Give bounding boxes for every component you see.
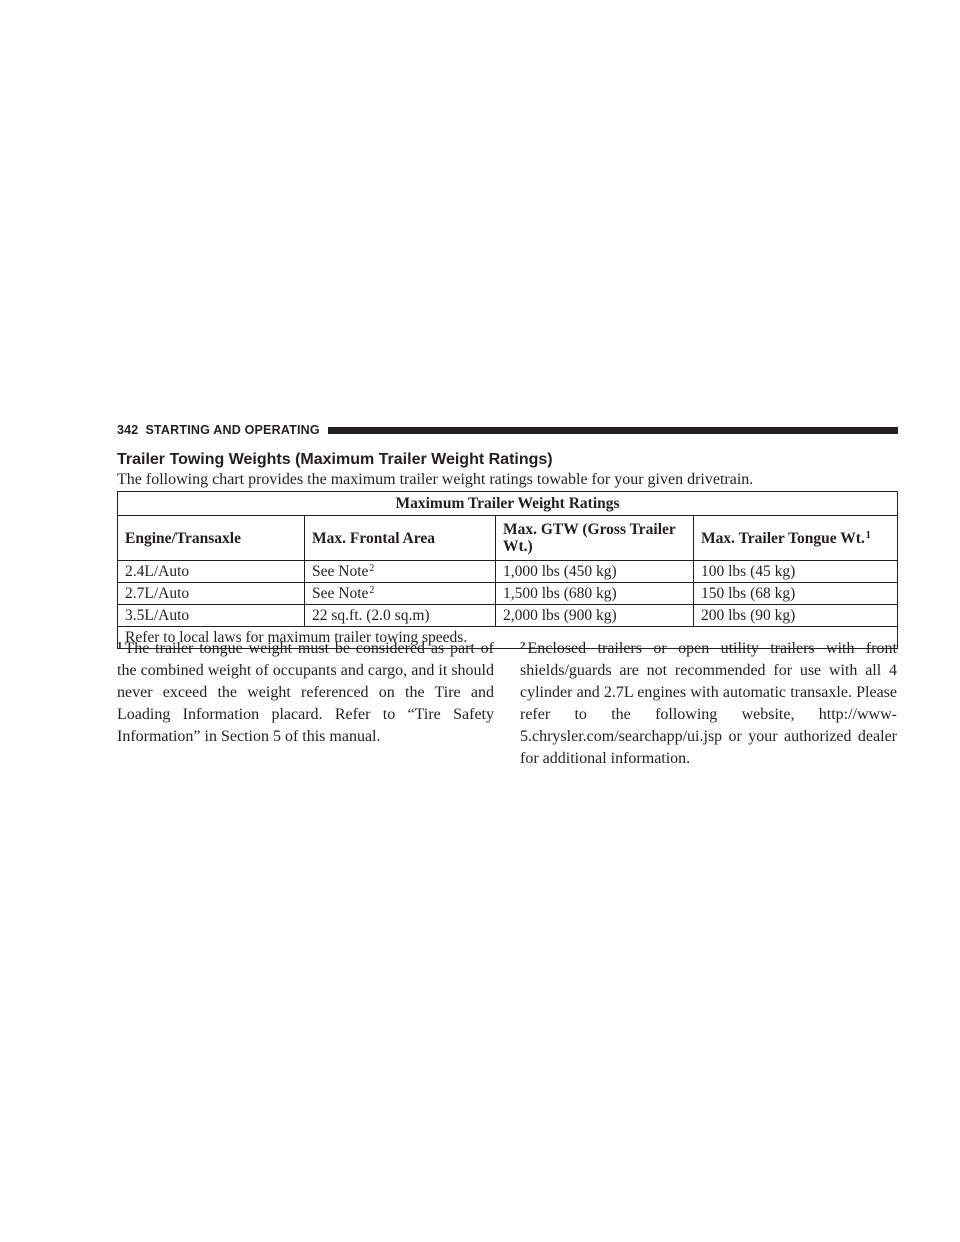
column-header: Max. GTW (Gross Trailer Wt.) (495, 515, 694, 561)
footnote-ref: 1 (865, 529, 871, 541)
footnote-ref: 2 (369, 585, 375, 596)
table-cell: 1,000 lbs (450 kg) (495, 560, 694, 583)
table-cell: 100 lbs (45 kg) (692, 560, 899, 583)
table-footer-row: Refer to local laws for maximum trailer … (116, 626, 899, 649)
column-header: Max. Trailer Tongue Wt.1 (692, 515, 899, 561)
table-row: 3.5L/Auto 22 sq.ft. (2.0 sq.m) 2,000 lbs… (117, 604, 899, 627)
footnote-mark: 2 (520, 640, 526, 652)
intro-paragraph: The following chart provides the maximum… (117, 471, 754, 488)
table-cell: 2.7L/Auto (117, 582, 305, 605)
column-header: Engine/Transaxle (117, 515, 305, 561)
trailer-weight-table: Maximum Trailer Weight Ratings Engine/Tr… (116, 491, 899, 649)
section-title: STARTING AND OPERATING (145, 423, 320, 437)
table-caption: Maximum Trailer Weight Ratings (116, 491, 899, 516)
table-footer: Refer to local laws for maximum trailer … (116, 626, 899, 649)
table-cell: 150 lbs (68 kg) (692, 582, 899, 605)
table-row: 2.7L/Auto See Note2 1,500 lbs (680 kg) 1… (117, 582, 899, 605)
section-heading: Trailer Towing Weights (Maximum Trailer … (117, 451, 553, 468)
column-header: Max. Frontal Area (304, 515, 496, 561)
table-cell: 3.5L/Auto (117, 604, 305, 627)
page-header: 342 STARTING AND OPERATING (117, 421, 898, 439)
column-header-label: Max. Trailer Tongue Wt. (701, 529, 865, 547)
table-cell: 2,000 lbs (900 kg) (495, 604, 694, 627)
page-number: 342 (117, 423, 139, 437)
footnote-text: The trailer tongue weight must be consid… (117, 640, 494, 745)
table-cell: 2.4L/Auto (117, 560, 305, 583)
table-cell: 200 lbs (90 kg) (692, 604, 899, 627)
footnote-ref: 2 (369, 563, 375, 574)
table-cell: 1,500 lbs (680 kg) (495, 582, 694, 605)
table-cell-text: See Note (312, 563, 369, 580)
header-rule (327, 426, 898, 434)
table-cell-text: See Note (312, 585, 369, 602)
footnote-text: Enclosed trailers or open utility traile… (520, 640, 897, 767)
table-caption-row: Maximum Trailer Weight Ratings (116, 491, 899, 516)
table-row: 2.4L/Auto See Note2 1,000 lbs (450 kg) 1… (117, 560, 899, 583)
footnote-mark: 1 (117, 640, 123, 652)
table-cell: See Note2 (304, 560, 496, 583)
table-cell: See Note2 (304, 582, 496, 605)
table-header-row: Engine/Transaxle Max. Frontal Area Max. … (117, 515, 899, 561)
table-cell: 22 sq.ft. (2.0 sq.m) (304, 604, 496, 627)
